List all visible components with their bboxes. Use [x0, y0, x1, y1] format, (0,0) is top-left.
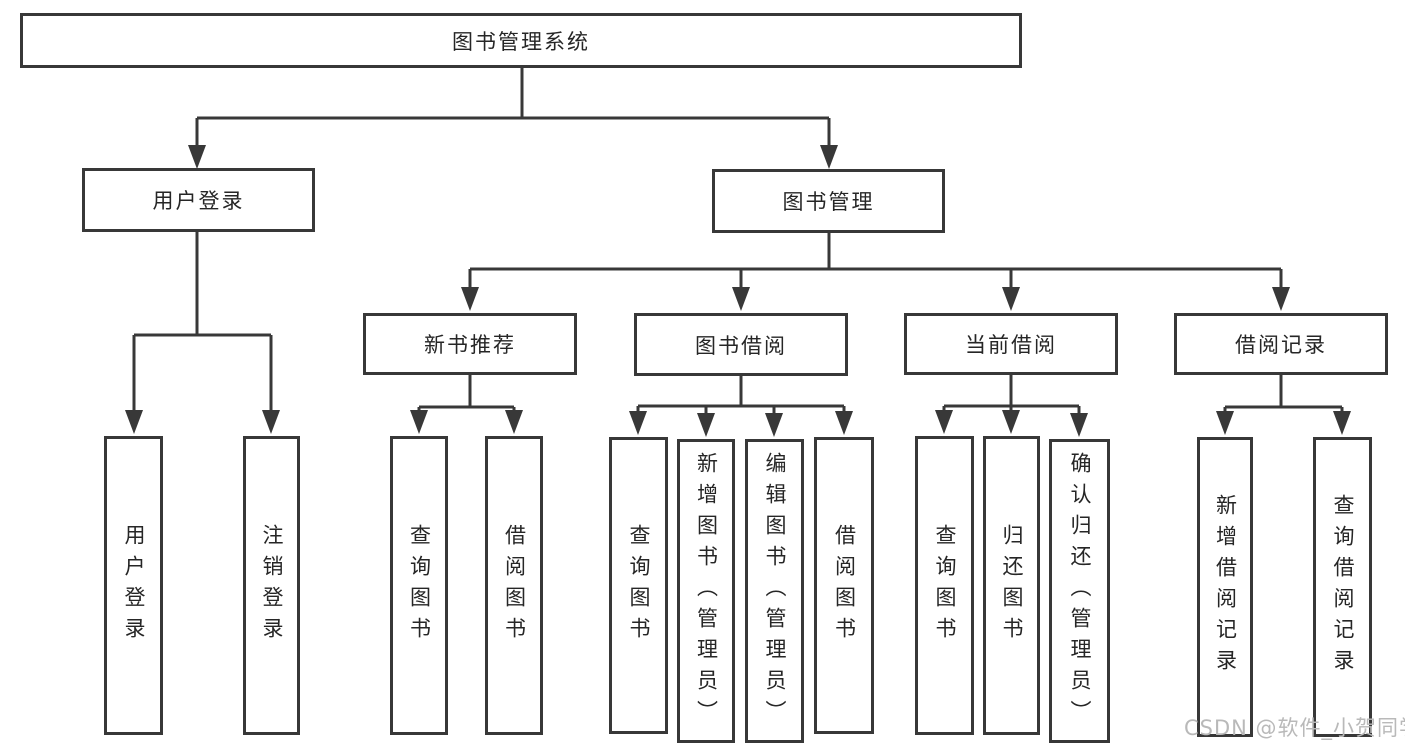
leaf-label: 编辑图书（管理员） — [763, 451, 787, 731]
node-book-management: 图书管理 — [712, 169, 945, 233]
node-book-borrowing: 图书借阅 — [634, 313, 848, 376]
arrowhead-icon — [835, 411, 853, 435]
leaf-confirm-return-admin: 确认归还（管理员） — [1049, 439, 1110, 743]
connector-newbook-to-leaves — [417, 375, 516, 420]
leaf-label: 查询图书 — [627, 523, 651, 648]
connector-root-to-level2 — [195, 68, 831, 152]
arrowhead-icon — [1070, 413, 1088, 437]
node-new-book-recommendation: 新书推荐 — [363, 313, 577, 375]
leaf-label: 注销登录 — [260, 523, 284, 648]
connector-borrow-to-leaves — [636, 376, 846, 422]
arrowhead-icon — [935, 410, 953, 434]
arrowhead-icon — [732, 287, 750, 311]
leaf-label: 借阅图书 — [832, 523, 857, 648]
leaf-query-books-recommend: 查询图书 — [390, 436, 448, 735]
node-borrowing-records: 借阅记录 — [1174, 313, 1388, 375]
arrowhead-icon — [461, 287, 479, 311]
leaf-edit-book-admin: 编辑图书（管理员） — [745, 439, 804, 743]
arrowheads — [125, 145, 1351, 437]
arrowhead-icon — [820, 145, 838, 169]
leaf-logout: 注销登录 — [243, 436, 300, 735]
leaf-query-borrow-record: 查询借阅记录 — [1313, 437, 1372, 737]
node-user-login: 用户登录 — [82, 168, 315, 232]
leaf-return-books: 归还图书 — [983, 436, 1040, 735]
leaf-label: 归还图书 — [1000, 523, 1024, 648]
arrowhead-icon — [697, 413, 715, 437]
leaf-label: 新增借阅记录 — [1213, 494, 1238, 680]
node-current-borrowing: 当前借阅 — [904, 313, 1118, 375]
arrowhead-icon — [262, 410, 280, 434]
arrowhead-icon — [125, 410, 143, 434]
leaf-label: 查询图书 — [933, 523, 957, 648]
leaf-add-borrow-record: 新增借阅记录 — [1197, 437, 1253, 737]
leaf-label: 用户登录 — [122, 523, 146, 648]
connector-lines — [132, 68, 1344, 422]
arrowhead-icon — [629, 411, 647, 435]
arrowhead-icon — [765, 413, 783, 437]
leaf-borrow-books-borrowing: 借阅图书 — [814, 437, 874, 734]
leaf-query-books-current: 查询图书 — [915, 436, 974, 735]
arrowhead-icon — [505, 410, 523, 434]
arrowhead-icon — [1333, 411, 1351, 435]
connector-userlogin-to-leaves — [132, 232, 273, 418]
arrowhead-icon — [1002, 287, 1020, 311]
watermark-text: CSDN @软件_小贺同学 — [1184, 716, 1405, 740]
leaf-add-book-admin: 新增图书（管理员） — [677, 439, 735, 743]
leaf-label: 新增图书（管理员） — [694, 451, 719, 731]
arrowhead-icon — [1272, 287, 1290, 311]
arrowhead-icon — [1002, 410, 1020, 434]
leaf-user-login: 用户登录 — [104, 436, 163, 735]
connector-records-to-leaves — [1223, 375, 1344, 420]
arrowhead-icon — [188, 145, 206, 169]
leaf-query-books-borrowing: 查询图书 — [609, 437, 668, 734]
leaf-label: 借阅图书 — [502, 523, 527, 648]
node-library-management-system: 图书管理系统 — [20, 13, 1022, 68]
arrowhead-icon — [410, 410, 428, 434]
leaf-label: 确认归还（管理员） — [1068, 451, 1092, 731]
leaf-label: 查询借阅记录 — [1331, 494, 1355, 680]
leaf-borrow-books-recommend: 借阅图书 — [485, 436, 543, 735]
leaf-label: 查询图书 — [407, 523, 432, 648]
arrowhead-icon — [1216, 411, 1234, 435]
connector-bookmgmt-to-level3 — [468, 233, 1283, 295]
